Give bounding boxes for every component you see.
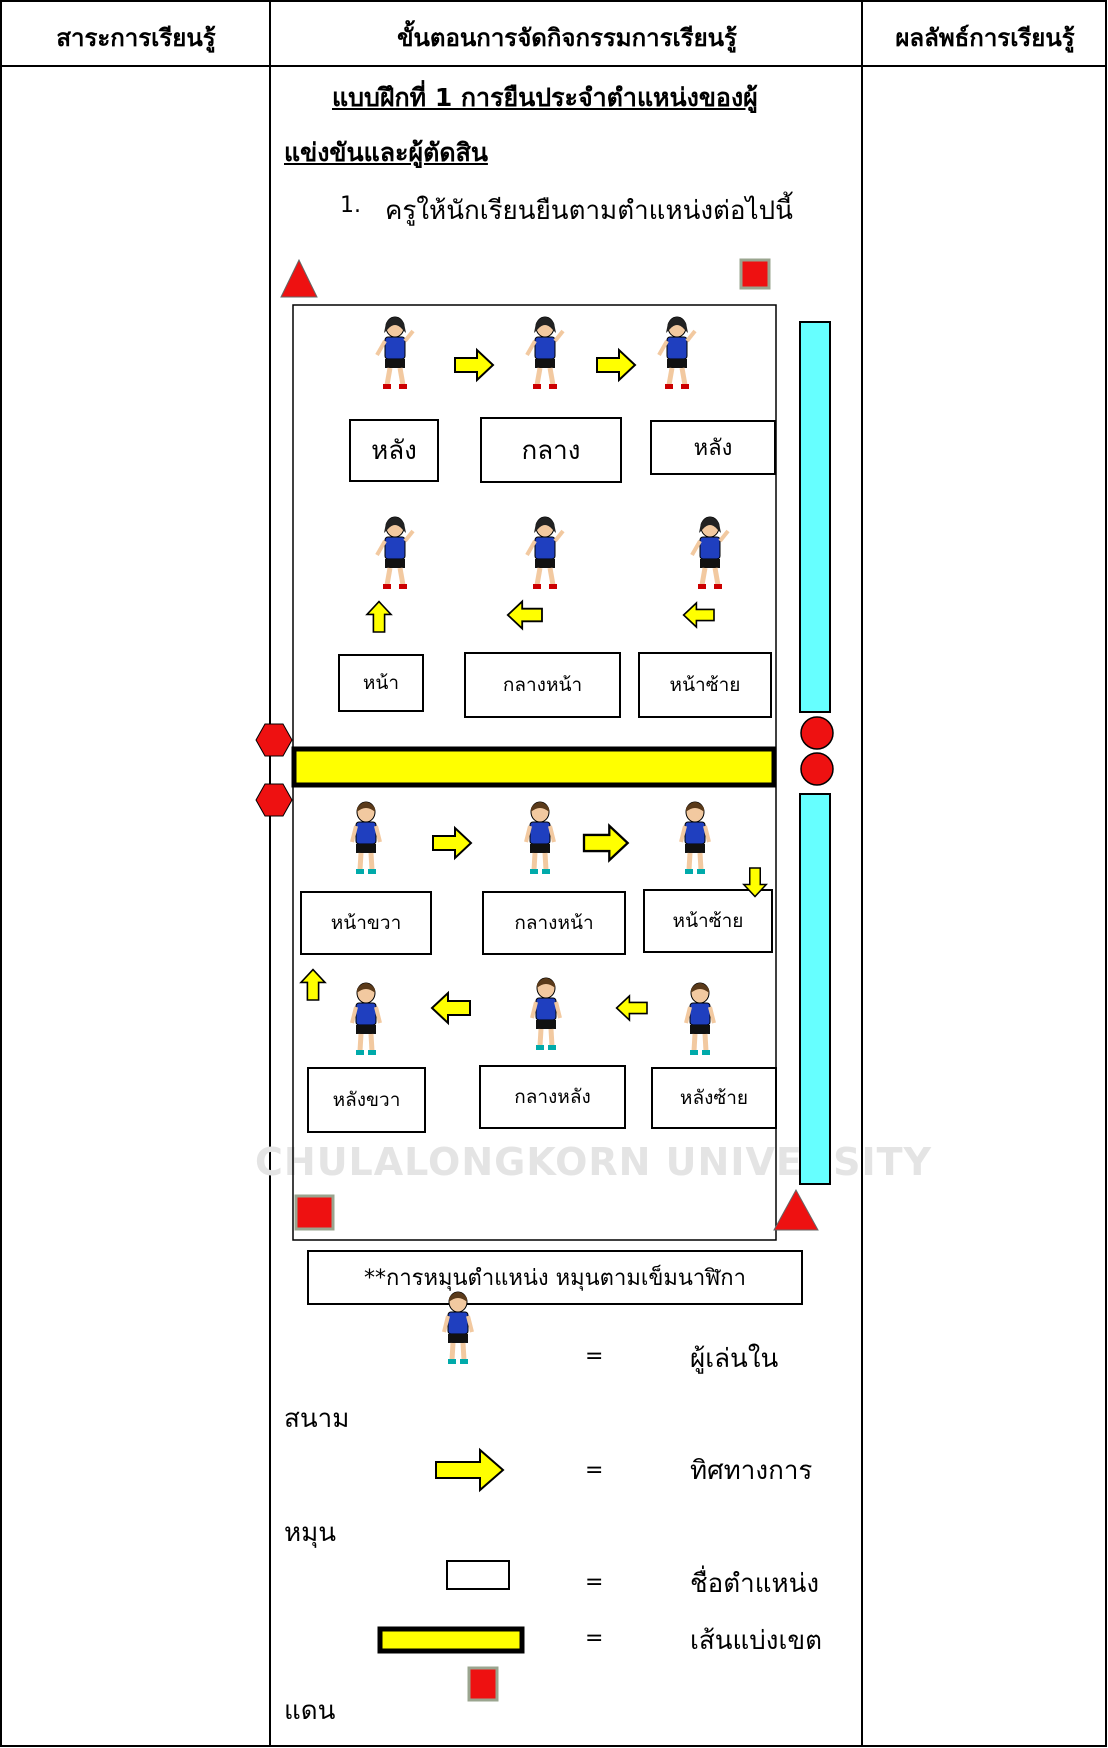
header-learning-content: สาระการเรียนรู้ — [56, 24, 216, 52]
player-icon — [377, 317, 413, 389]
step-text: ครูให้นักเรียนยืนตามตำแหน่งต่อไปนี้ — [385, 196, 793, 226]
square-flag-bottom-left — [294, 1194, 335, 1231]
legend-eq: = — [585, 1626, 604, 1651]
arrow-right-icon — [454, 349, 494, 381]
exercise-title-line2: แข่งขันและผู้ตัดสิน — [284, 138, 488, 167]
legend-player-text2: สนาม — [284, 1404, 350, 1434]
line-judge-circle-2 — [800, 752, 834, 786]
step-number: 1. — [340, 193, 361, 218]
legend-eq: = — [585, 1458, 604, 1483]
triangle-flag-bottom-right — [773, 1188, 819, 1231]
arrow-up-icon — [366, 600, 392, 633]
player-icon — [352, 983, 380, 1055]
legend-box-icon — [446, 1560, 510, 1590]
legend-net-icon — [377, 1626, 525, 1654]
arrow-up-icon — [300, 968, 326, 1001]
referee-hexagon-2 — [255, 783, 293, 817]
position-box: กลางหลัง — [479, 1065, 626, 1129]
arrow-left-icon — [615, 995, 648, 1021]
triangle-flag-top-left — [280, 258, 318, 298]
legend-box-text: ชื่อตำแหน่ง — [690, 1569, 820, 1599]
position-box: หน้าซ้าย — [638, 652, 772, 718]
position-box: หน้าขวา — [300, 891, 432, 955]
player-icon — [681, 802, 709, 874]
arrow-left-icon — [431, 992, 471, 1024]
position-box: กลางหน้า — [464, 652, 621, 718]
player-icon — [352, 802, 380, 874]
position-box: หน้า — [338, 654, 424, 712]
antenna-bottom — [799, 793, 831, 1185]
referee-hexagon-1 — [255, 723, 293, 757]
header-activity-steps: ขั้นตอนการจัดกิจกรรมการเรียนรู้ — [397, 24, 737, 52]
arrow-left-icon — [682, 602, 715, 628]
legend-net-text2: แดน — [284, 1696, 336, 1726]
position-box: หน้าซ้าย — [643, 889, 773, 953]
position-box: กลางหน้า — [482, 891, 626, 955]
square-flag-top-right — [739, 258, 771, 290]
legend-player-text: ผู้เล่นใน — [690, 1344, 779, 1374]
arrow-down-icon — [743, 867, 767, 898]
exercise-title-line1: แบบฝึกที่ 1 การยืนประจำตำแหน่งของผู้ — [332, 83, 758, 112]
arrow-right-icon — [582, 824, 629, 862]
net-line — [291, 746, 777, 788]
player-icon — [659, 317, 695, 389]
line-judge-circle-1 — [800, 716, 834, 750]
rotation-note: **การหมุนตำแหน่ง หมุนตามเข็มนาฬิกา — [307, 1250, 803, 1305]
legend-arrow-icon — [435, 1447, 505, 1493]
position-box: หลังซ้าย — [651, 1067, 777, 1129]
player-icon — [527, 517, 563, 589]
arrow-left-icon — [506, 600, 543, 630]
legend-eq: = — [585, 1344, 604, 1369]
position-box: หลัง — [650, 420, 776, 475]
arrow-right-icon — [432, 827, 472, 859]
header-learning-outcome: ผลลัพธ์การเรียนรู้ — [895, 24, 1075, 52]
position-box: กลาง — [480, 417, 622, 483]
legend-eq: = — [585, 1570, 604, 1595]
player-icon — [377, 517, 413, 589]
player-icon — [686, 983, 714, 1055]
player-icon — [532, 978, 560, 1050]
position-box: หลัง — [349, 419, 439, 482]
legend-arrow-text: ทิศทางการ — [690, 1456, 813, 1486]
legend-net-text: เส้นแบ่งเขต — [690, 1626, 823, 1656]
legend-arrow-text2: หมุน — [284, 1518, 337, 1548]
player-icon — [527, 317, 563, 389]
position-box: หลังขวา — [307, 1067, 426, 1133]
player-icon — [526, 802, 554, 874]
antenna-top — [799, 321, 831, 713]
legend-player-icon — [444, 1292, 472, 1364]
arrow-right-icon — [596, 349, 636, 381]
legend-square-flag-icon — [467, 1666, 499, 1702]
player-icon — [692, 517, 728, 589]
